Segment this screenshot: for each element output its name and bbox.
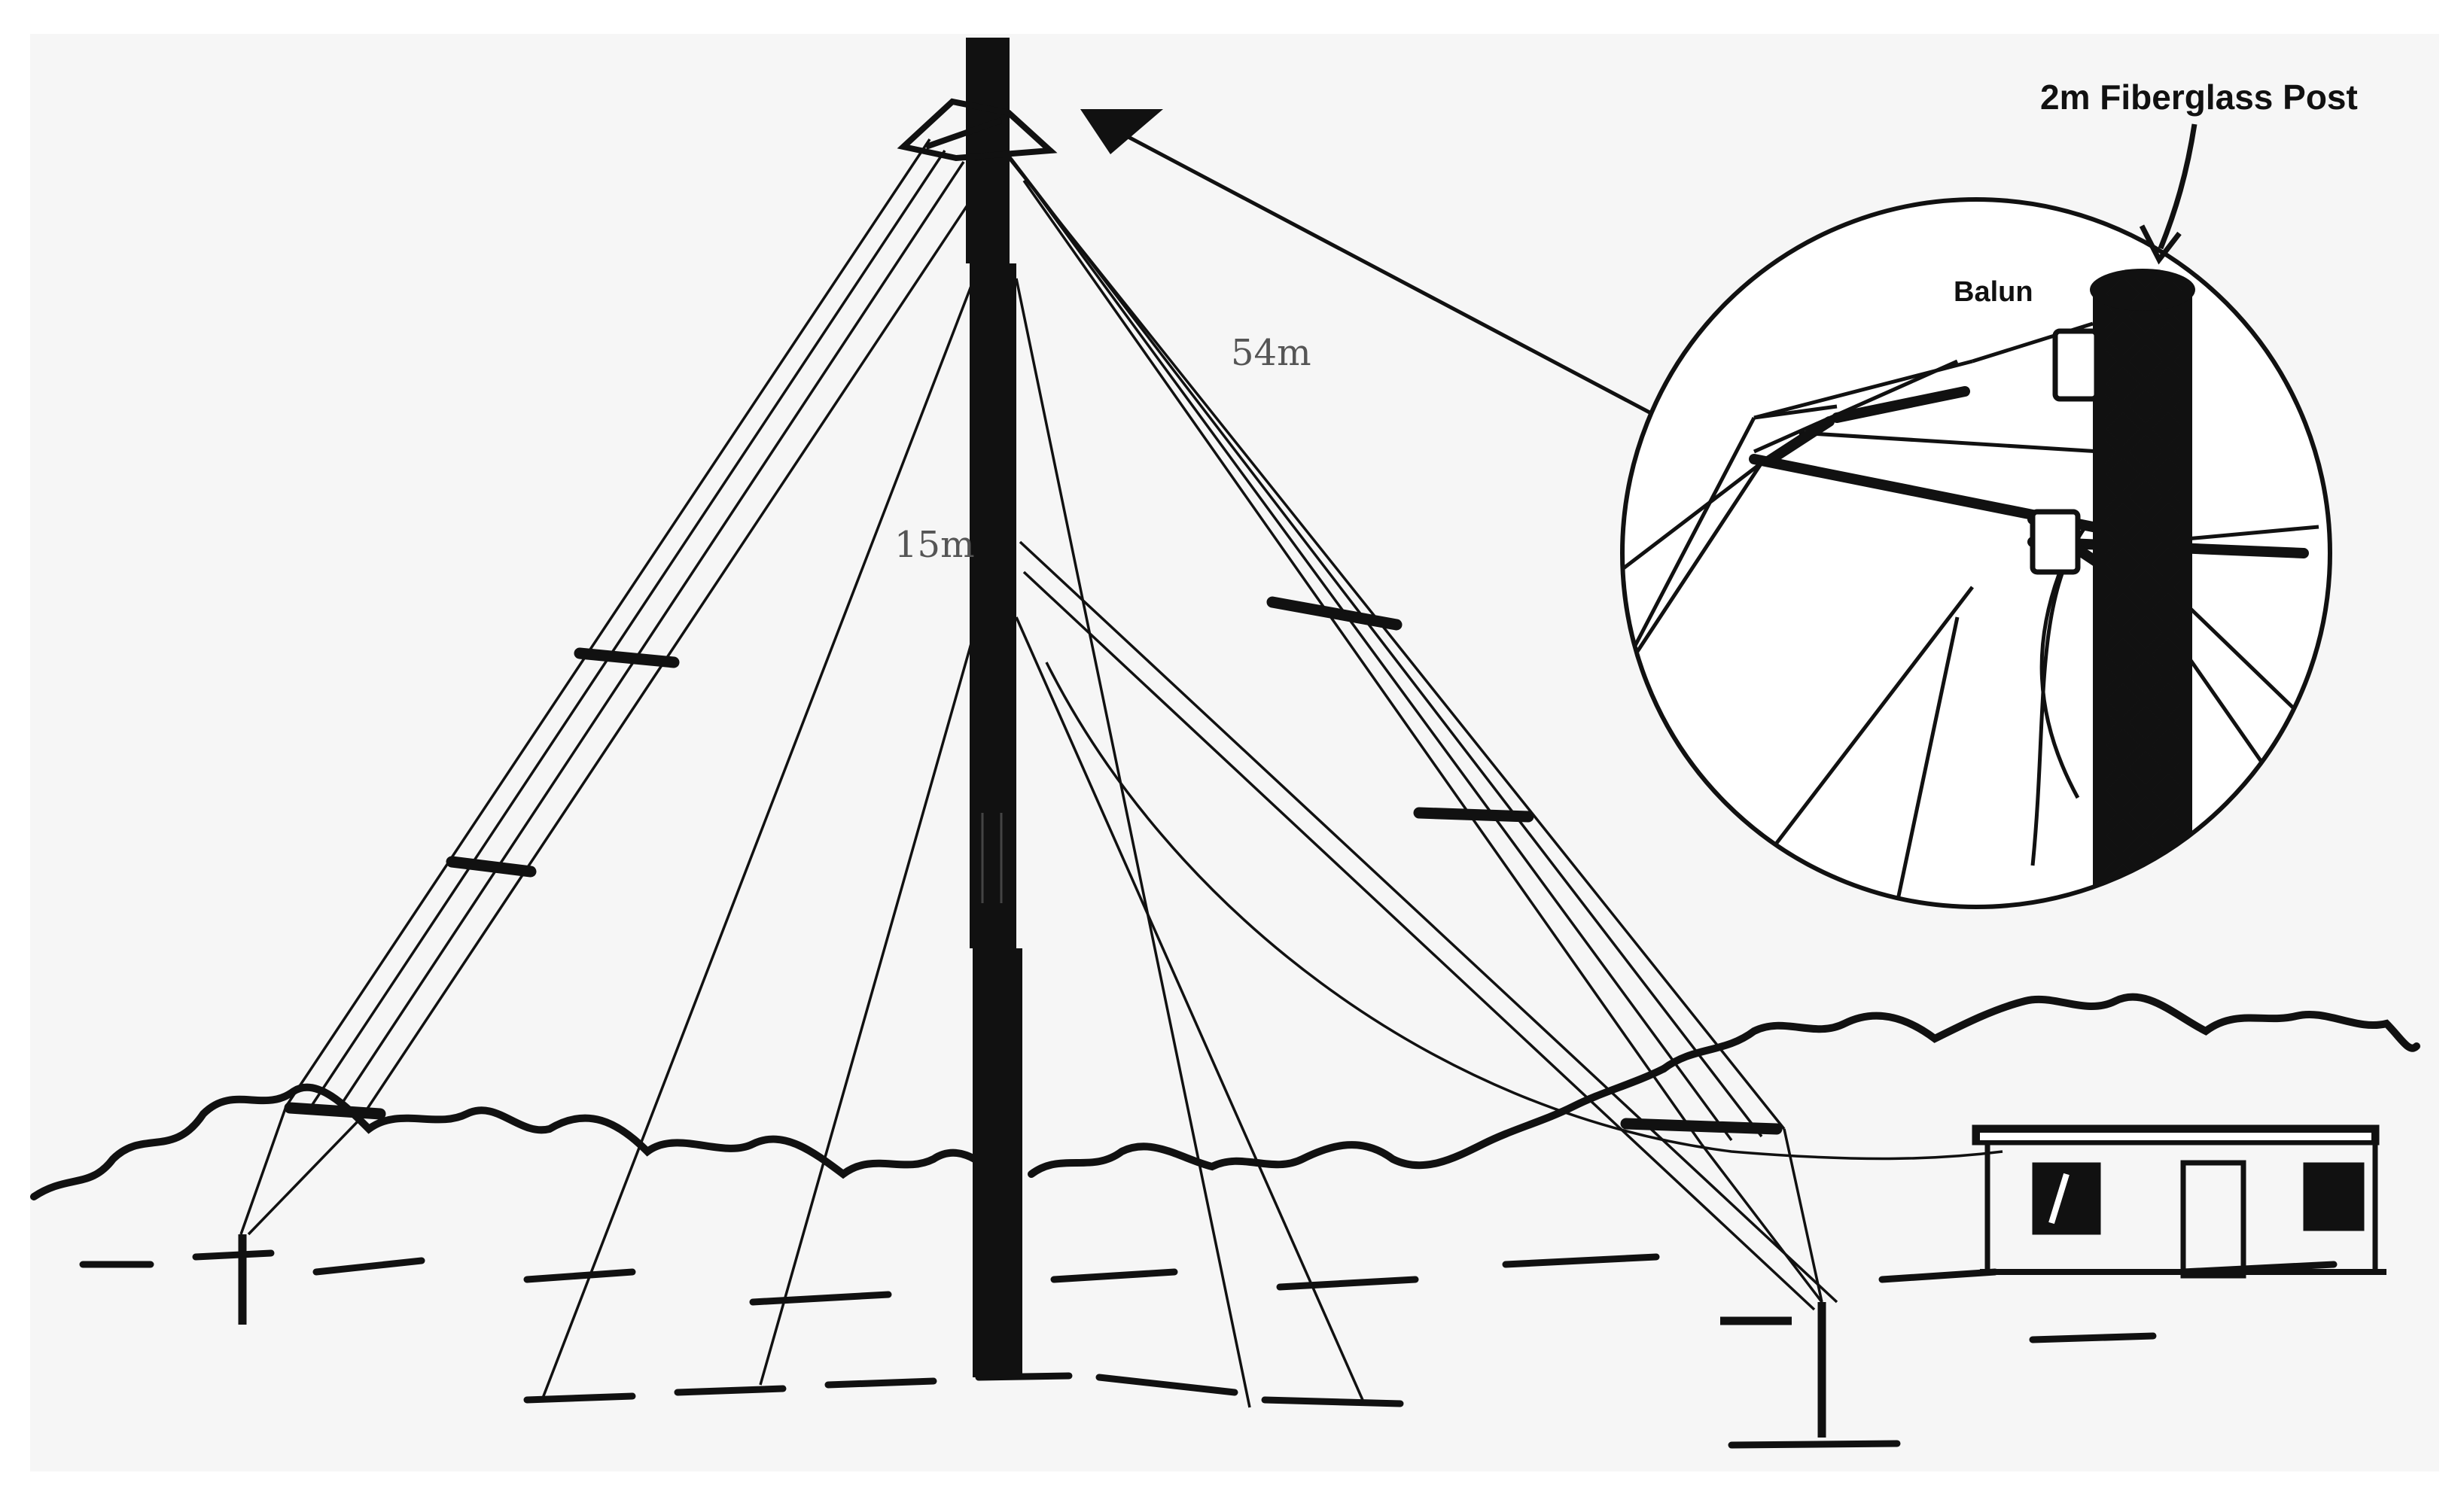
- leader-arrow: [1080, 109, 1654, 416]
- ground-tufts: [79, 1249, 2338, 1449]
- balun-label: Balun: [1954, 276, 2033, 308]
- guy-wires: [239, 138, 2003, 1408]
- post-label: 2m Fiberglass Post: [2040, 78, 2358, 117]
- balun-box: [2030, 328, 2100, 575]
- ground-stakes: [238, 1234, 1826, 1438]
- inset-circle: [1620, 197, 2332, 909]
- height-label: 15m: [894, 524, 975, 566]
- building: [1972, 1124, 2386, 1279]
- spreader-bars: [284, 596, 1783, 1135]
- post-pointer-arrow: [2139, 123, 2197, 265]
- inset-post: [2090, 269, 2195, 907]
- mast: [966, 38, 1022, 1377]
- mast-top-frame: [897, 98, 1058, 162]
- length-label: 54m: [1231, 332, 1311, 374]
